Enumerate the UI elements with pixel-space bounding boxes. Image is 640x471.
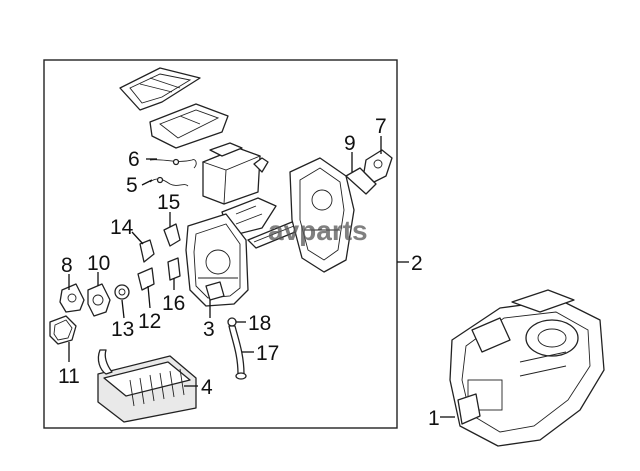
part-15-lever bbox=[163, 223, 181, 247]
part-1-hvac-assembly bbox=[449, 289, 605, 447]
part-5-harness bbox=[149, 176, 189, 187]
callout-9: 9 bbox=[344, 132, 356, 155]
callout-1: 1 bbox=[428, 407, 440, 430]
filter-cover bbox=[119, 67, 201, 111]
part-7-actuator bbox=[363, 149, 393, 183]
callout-11: 11 bbox=[58, 365, 80, 388]
callout-14: 14 bbox=[110, 216, 134, 239]
part-12-link bbox=[137, 267, 155, 291]
part-18-fitting bbox=[227, 317, 237, 327]
left-main-case bbox=[185, 213, 249, 307]
part-11-cover bbox=[49, 315, 77, 345]
leader-12 bbox=[147, 285, 151, 309]
part-10-motor bbox=[87, 283, 111, 317]
callout-18: 18 bbox=[248, 312, 271, 335]
part-17-drain-hose bbox=[228, 325, 247, 380]
callout-15: 15 bbox=[157, 191, 180, 214]
evaporator-box bbox=[201, 142, 262, 205]
callout-7: 7 bbox=[375, 115, 387, 138]
callout-8: 8 bbox=[61, 254, 73, 277]
part-9-bracket bbox=[345, 167, 377, 195]
small-clip bbox=[253, 157, 269, 173]
callout-17: 17 bbox=[256, 342, 279, 365]
part-3-seal bbox=[205, 281, 225, 301]
right-half-case bbox=[289, 157, 355, 273]
part-14-lever bbox=[139, 239, 155, 263]
upper-case bbox=[149, 103, 229, 149]
leader-13 bbox=[121, 299, 125, 319]
callout-12: 12 bbox=[138, 310, 161, 333]
leader-14 bbox=[131, 231, 144, 245]
callout-6: 6 bbox=[128, 148, 140, 171]
watermark: avparts bbox=[268, 215, 368, 246]
callout-5: 5 bbox=[126, 174, 138, 197]
assembly-frame bbox=[43, 59, 398, 429]
callout-2: 2 bbox=[411, 252, 423, 275]
part-4-heater-core bbox=[97, 349, 197, 423]
callout-10: 10 bbox=[87, 252, 110, 275]
part-6-harness bbox=[149, 158, 197, 169]
callout-13: 13 bbox=[111, 318, 134, 341]
part-8-actuator bbox=[59, 283, 85, 313]
part-16-link bbox=[167, 257, 181, 281]
callout-4: 4 bbox=[201, 376, 213, 399]
part-13-gear bbox=[114, 284, 130, 300]
callout-3: 3 bbox=[203, 318, 215, 341]
leader-5 bbox=[141, 179, 153, 186]
callout-16: 16 bbox=[162, 292, 185, 315]
